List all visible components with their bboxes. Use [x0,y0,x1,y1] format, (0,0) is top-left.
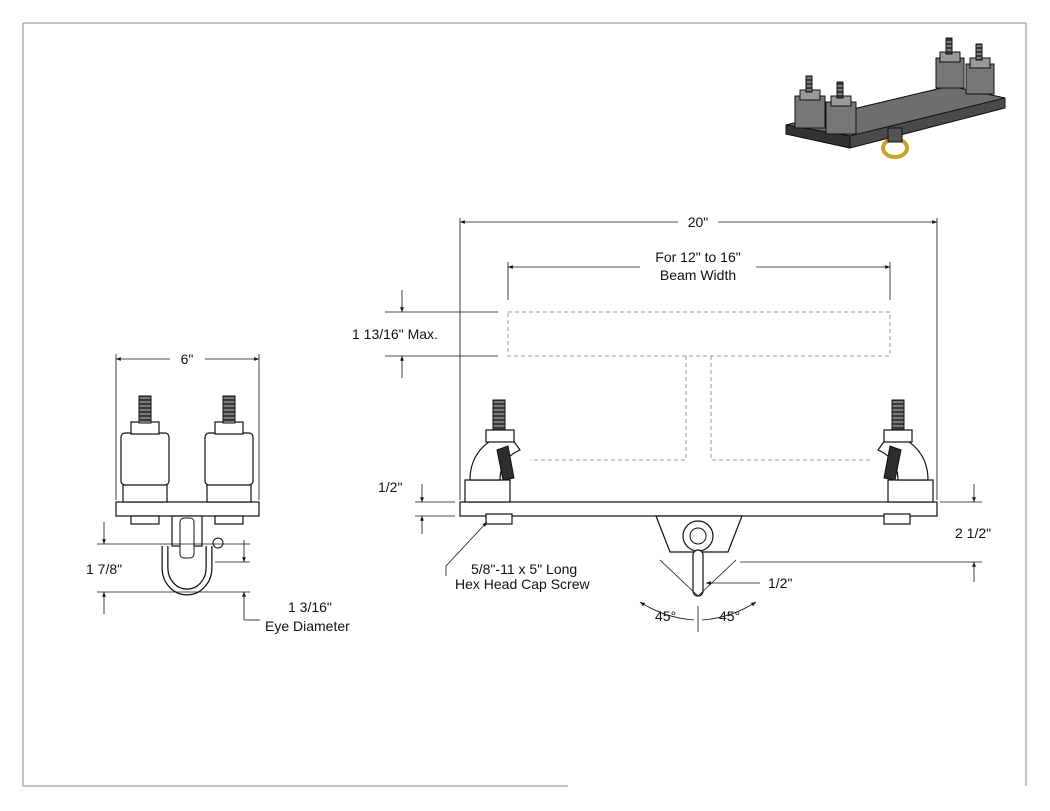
eye-offset-label: 1/2" [768,575,792,591]
side-base-plate [115,501,260,517]
screw-label-line1: 5/8"-11 x 5" Long [471,561,577,577]
beam-width-label-line1: For 12" to 16" [655,249,740,265]
isometric-view [785,37,1006,159]
iso-clamp-4 [965,43,995,95]
angle-right-label: 45° [719,608,740,624]
right-clamp [877,399,934,525]
angle-left-label: 45° [655,608,676,624]
side-view: 6" 1 7/8" 1 3/16" Eye Diameter [86,351,350,634]
beam-outline [507,311,891,503]
overall-height-label: 2 1/2" [955,525,991,541]
beam-width-label-line2: Beam Width [660,267,736,283]
iso-clamp-3 [935,37,965,89]
overall-length-label: 20" [688,214,709,230]
screw-label-line2: Hex Head Cap Screw [455,576,591,592]
eye-diameter-label-line1: 1 3/16" [288,599,332,615]
side-clamp-right [204,395,254,525]
drawing-frame [22,22,1027,787]
eye-diameter-label-line2: Eye Diameter [265,618,350,634]
flange-max-label: 1 13/16" Max. [352,326,438,342]
base-plate [459,501,938,517]
front-view: 20" For 12" to 16" Beam Width 1 13/16" M… [352,214,991,632]
iso-clamp-2 [825,81,857,135]
iso-clamp-1 [794,75,826,129]
side-clamp-left [120,395,170,525]
side-width-label: 6" [181,351,194,367]
plate-thickness-label: 1/2" [378,479,402,495]
left-clamp [464,399,521,525]
eye-bolt-lug [655,515,743,597]
side-shackle [161,515,224,596]
eye-height-label: 1 7/8" [86,561,122,577]
